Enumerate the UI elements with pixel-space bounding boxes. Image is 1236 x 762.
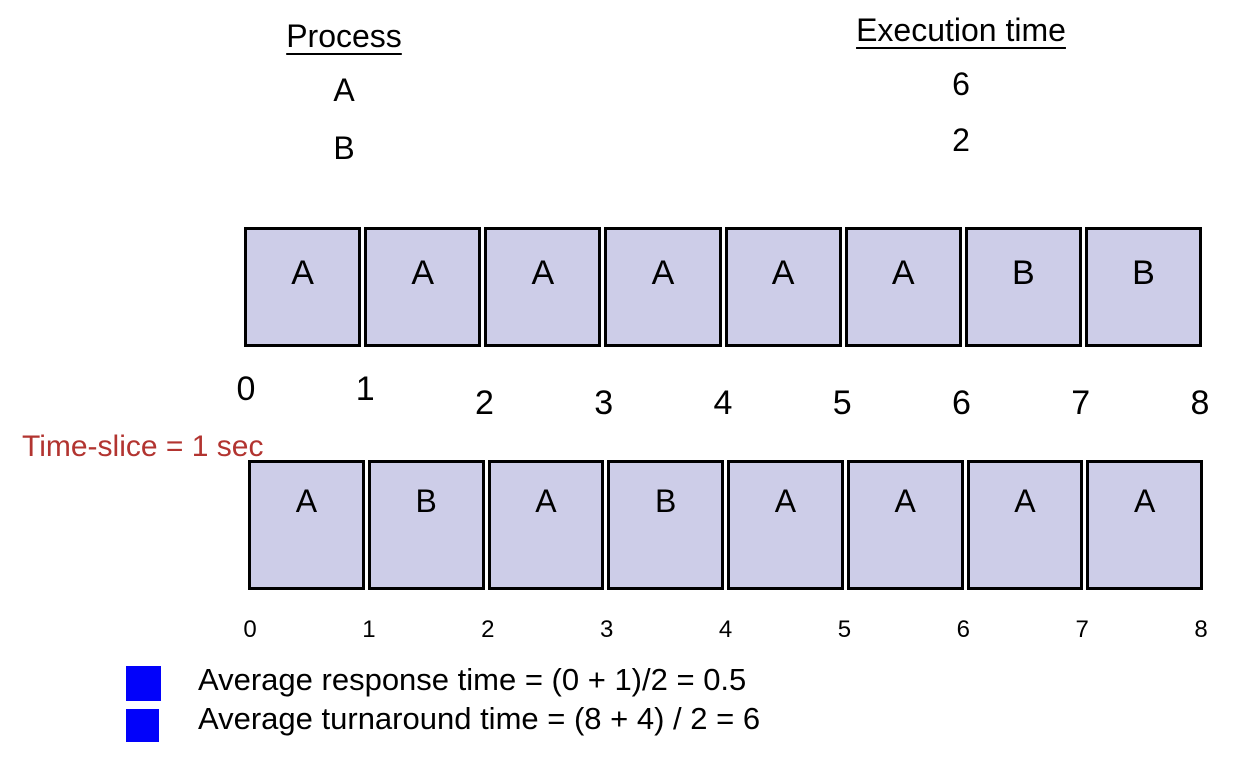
gantt-cell: A: [604, 227, 722, 347]
cell-label: B: [1132, 254, 1155, 292]
cell-label: A: [771, 254, 795, 292]
time-tick: 8: [1194, 616, 1208, 643]
execution-time-column-header: Execution time: [856, 12, 1066, 48]
gantt-cell: B: [1084, 227, 1202, 347]
time-tick: 1: [362, 616, 376, 643]
time-tick: 3: [599, 616, 614, 643]
time-tick: 4: [718, 616, 733, 643]
cell-label: A: [411, 254, 435, 292]
cell-label: A: [291, 254, 314, 292]
gantt-cell: A: [244, 227, 362, 347]
gantt-cell: A: [364, 227, 482, 347]
gantt-cell: A: [727, 460, 844, 590]
process-b-label: B: [333, 130, 355, 166]
cell-label: B: [654, 483, 677, 519]
gantt-cell: B: [607, 460, 724, 590]
cell-label: A: [531, 254, 555, 292]
bullet-square-icon: [126, 666, 161, 701]
cell-label: A: [651, 254, 675, 292]
time-tick: 2: [475, 384, 494, 422]
gantt-cell: B: [367, 460, 485, 590]
cell-label: A: [891, 254, 915, 292]
cell-label: A: [774, 483, 797, 519]
gantt-cell: A: [1086, 460, 1203, 590]
process-a-label: A: [333, 72, 355, 108]
round-robin-gantt-chart: A B A B A A A A: [248, 460, 1203, 590]
cell-label: A: [1014, 483, 1036, 519]
cell-label: A: [1133, 483, 1156, 519]
average-response-time-text: Average response time = (0 + 1)/2 = 0.5: [198, 662, 747, 697]
gantt-cell: A: [487, 460, 605, 590]
gantt-cell: B: [964, 227, 1082, 347]
time-slice-note: Time-slice = 1 sec: [22, 430, 264, 463]
execution-time-b-value: 2: [952, 122, 970, 158]
cell-label: A: [894, 483, 916, 519]
time-tick: 1: [355, 370, 375, 408]
average-turnaround-time-text: Average turnaround time = (8 + 4) / 2 = …: [198, 701, 761, 736]
time-tick: 6: [956, 616, 970, 643]
fcfs-time-axis: 0 1 2 3 4 5 6 7 8: [224, 370, 1222, 423]
gantt-cell: A: [484, 227, 602, 347]
cell-label: B: [1011, 254, 1035, 292]
time-tick: 2: [481, 616, 495, 643]
gantt-cell: A: [844, 227, 962, 347]
time-tick: 4: [713, 384, 733, 422]
round-robin-time-axis: 0 1 2 3 4 5 6 7 8: [228, 616, 1223, 644]
time-tick: 6: [952, 384, 971, 422]
cell-label: A: [535, 483, 557, 519]
time-tick: 0: [236, 370, 256, 408]
gantt-cell: A: [724, 227, 842, 347]
time-tick: 0: [243, 616, 257, 643]
time-tick: 5: [832, 384, 852, 422]
time-tick: 3: [594, 384, 614, 422]
time-tick: 8: [1190, 384, 1210, 422]
time-tick: 7: [1071, 384, 1091, 422]
cell-label: B: [415, 483, 437, 519]
cell-label: A: [295, 483, 318, 519]
time-tick: 5: [837, 616, 852, 643]
process-column-header: Process: [286, 18, 402, 54]
fcfs-gantt-chart: A A A A A A B B: [244, 227, 1202, 347]
execution-time-a-value: 6: [952, 66, 970, 102]
gantt-cell: A: [846, 460, 964, 590]
gantt-cell: A: [248, 460, 365, 590]
bullet-square-icon: [126, 709, 159, 742]
gantt-cell: A: [966, 460, 1084, 590]
time-tick: 7: [1075, 616, 1089, 643]
